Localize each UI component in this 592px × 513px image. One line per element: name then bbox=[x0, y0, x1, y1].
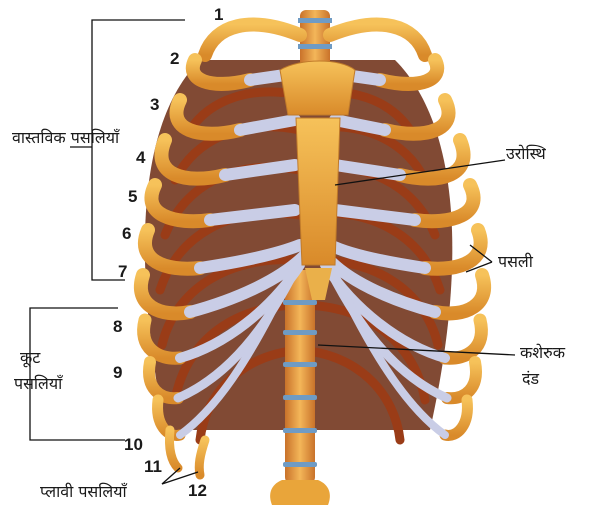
label-true-ribs: वास्तविक पसलियाँ bbox=[12, 130, 119, 146]
label-sternum: उरोस्थि bbox=[506, 146, 546, 162]
rib-number-3: 3 bbox=[150, 96, 159, 113]
rib-number-10: 10 bbox=[124, 436, 143, 453]
label-vertebral-column-line1: कशेरुक bbox=[520, 345, 565, 361]
rib-number-5: 5 bbox=[128, 188, 137, 205]
rib-number-12: 12 bbox=[188, 482, 207, 499]
label-vertebral-column-line2: दंड bbox=[522, 371, 539, 387]
label-false-ribs-line1: कूट bbox=[20, 350, 40, 366]
rib-number-2: 2 bbox=[170, 50, 179, 67]
label-floating-ribs: प्लावी पसलियाँ bbox=[40, 484, 127, 500]
rib-number-4: 4 bbox=[136, 149, 145, 166]
label-rib: पसली bbox=[498, 254, 533, 270]
rib-number-7: 7 bbox=[118, 263, 127, 280]
label-false-ribs-line2: पसलियाँ bbox=[14, 376, 62, 392]
rib-number-8: 8 bbox=[113, 318, 122, 335]
rib-number-9: 9 bbox=[113, 364, 122, 381]
rib-number-1: 1 bbox=[214, 6, 223, 23]
rib-number-6: 6 bbox=[122, 225, 131, 242]
rib-number-11: 11 bbox=[144, 458, 162, 475]
